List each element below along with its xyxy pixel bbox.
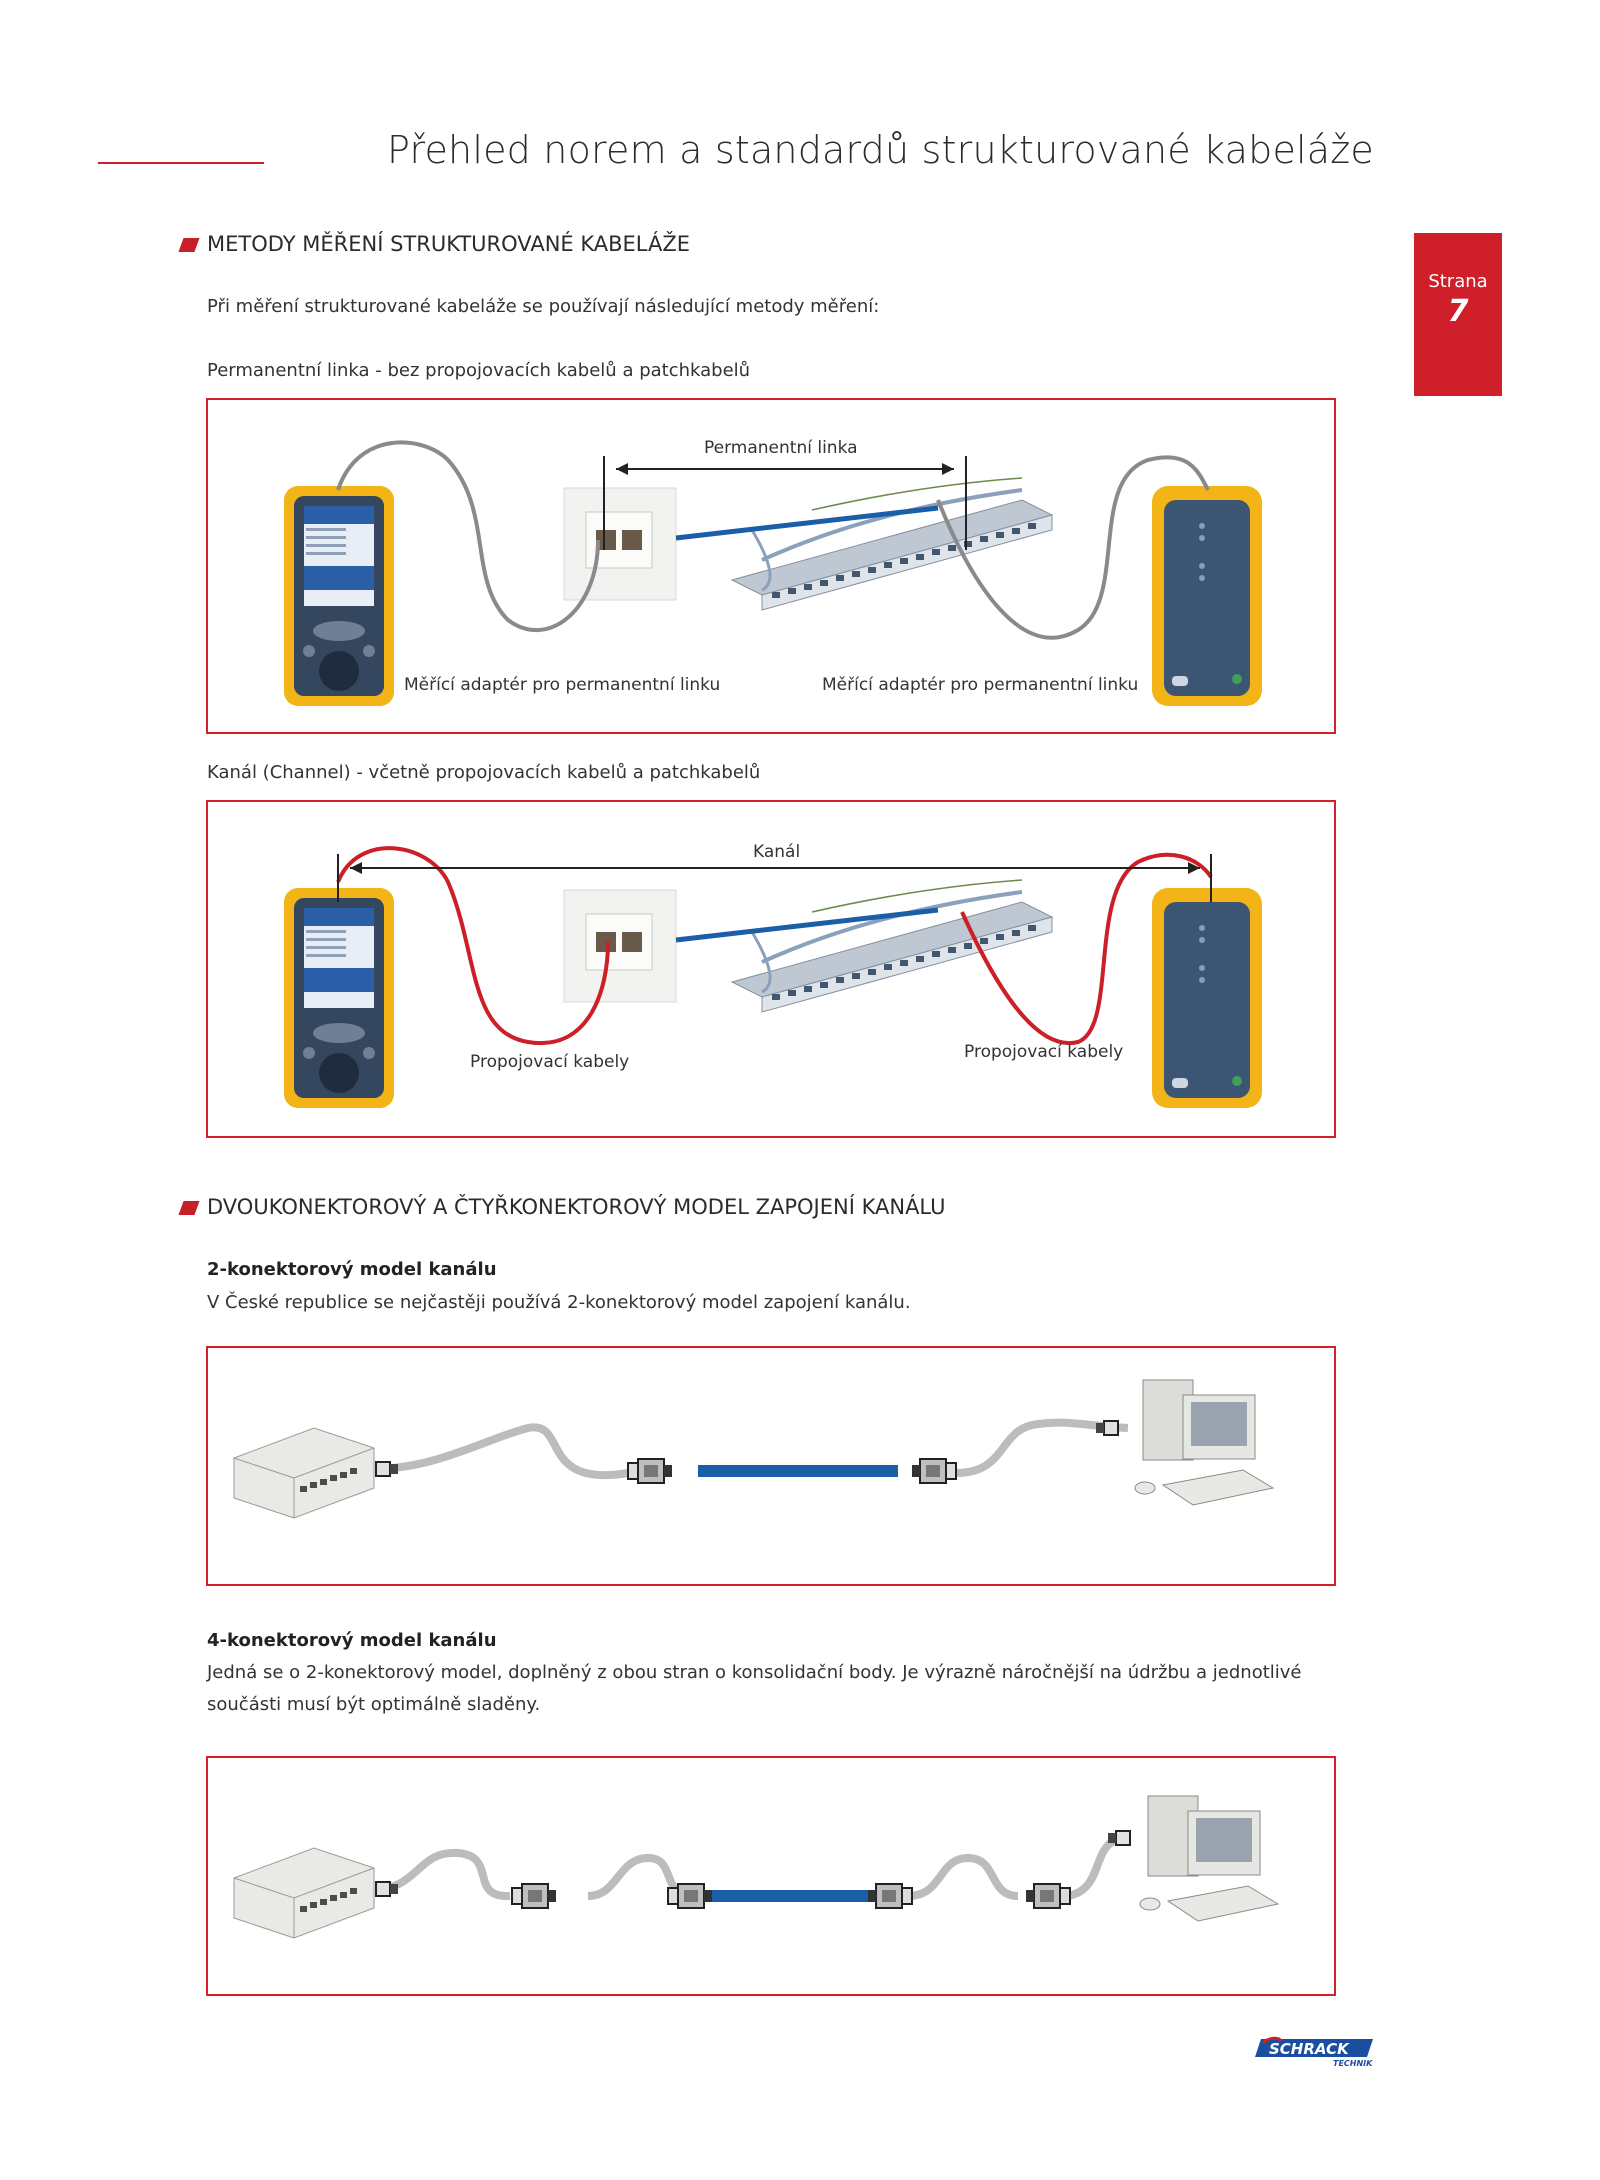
- patch-panel-icon: [730, 476, 1054, 612]
- schrack-logo: SCHRACK TECHNIK: [1255, 2033, 1375, 2073]
- tester-main-icon: [284, 486, 394, 706]
- adapter-label-left: Měřící adaptér pro permanentní linku: [404, 675, 721, 695]
- bullet-icon: [178, 1201, 200, 1215]
- page-number: 7: [1447, 294, 1469, 329]
- computer-icon: [1134, 1379, 1274, 1506]
- four-connector-text-1: Jedná se o 2-konektorový model, doplněný…: [207, 1662, 1302, 1683]
- tester-remote-icon: [1152, 888, 1262, 1108]
- four-connector-title: 4-konektorový model kanálu: [207, 1630, 497, 1651]
- patch-label-right: Propojovací kabely: [964, 1042, 1124, 1062]
- bullet-icon: [178, 238, 200, 252]
- page-number-tab: Strana 7: [1414, 233, 1502, 396]
- svg-text:SCHRACK: SCHRACK: [1269, 2040, 1350, 2058]
- consolidation-point-icon: [1025, 1883, 1071, 1909]
- patch-label-left: Propojovací kabely: [470, 1052, 630, 1072]
- section-heading-models: DVOUKONEKTOROVÝ A ČTYŘKONEKTOROVÝ MODEL …: [178, 1195, 945, 1219]
- page-tab-label: Strana: [1428, 271, 1488, 292]
- computer-icon: [1139, 1795, 1279, 1922]
- page-title: Přehled norem a standardů strukturované …: [387, 128, 1374, 172]
- connector-icon: [911, 1458, 957, 1484]
- header-rule: [98, 162, 264, 164]
- switch-icon: [233, 1847, 375, 1939]
- plug-icon: [375, 1461, 399, 1477]
- four-connector-text-2: součásti musí být optimálně sladěny.: [207, 1694, 541, 1715]
- two-connector-diagram: [233, 1379, 1274, 1519]
- consolidation-point-icon: [511, 1883, 557, 1909]
- permanent-link-figure: Permanentní linka Měřící adaptér pro per…: [206, 398, 1336, 734]
- four-connector-figure: [206, 1756, 1336, 1996]
- two-connector-figure: [206, 1346, 1336, 1586]
- plug-icon: [1107, 1830, 1131, 1846]
- permanent-span-label: Permanentní linka: [704, 438, 858, 458]
- switch-icon: [233, 1427, 375, 1519]
- channel-diagram: [284, 846, 1262, 1108]
- two-connector-title: 2-konektorový model kanálu: [207, 1259, 497, 1280]
- four-connector-diagram: [233, 1795, 1279, 1939]
- connector-icon: [867, 1883, 913, 1909]
- tester-remote-icon: [1152, 486, 1262, 706]
- wall-outlet-icon: [563, 487, 677, 601]
- plug-icon: [375, 1881, 399, 1897]
- channel-span-label: Kanál: [753, 842, 801, 862]
- intro-text: Při měření strukturované kabeláže se pou…: [207, 296, 880, 317]
- tester-main-icon: [284, 888, 394, 1108]
- svg-text:TECHNIK: TECHNIK: [1333, 2059, 1373, 2068]
- channel-caption: Kanál (Channel) - včetně propojovacích k…: [207, 762, 761, 783]
- permanent-caption: Permanentní linka - bez propojovacích ka…: [207, 360, 751, 381]
- plug-icon: [1095, 1420, 1119, 1436]
- two-connector-text: V České republice se nejčastěji používá …: [207, 1292, 911, 1313]
- wall-outlet-icon: [563, 889, 677, 1003]
- adapter-label-right: Měřící adaptér pro permanentní linku: [822, 675, 1139, 695]
- connector-icon: [667, 1883, 713, 1909]
- channel-figure: Kanál Propojovací kabely Propojovací kab…: [206, 800, 1336, 1138]
- permanent-link-diagram: [284, 440, 1262, 706]
- section-heading-measurement: METODY MĚŘENÍ STRUKTUROVANÉ KABELÁŽE: [178, 232, 690, 256]
- connector-icon: [627, 1458, 673, 1484]
